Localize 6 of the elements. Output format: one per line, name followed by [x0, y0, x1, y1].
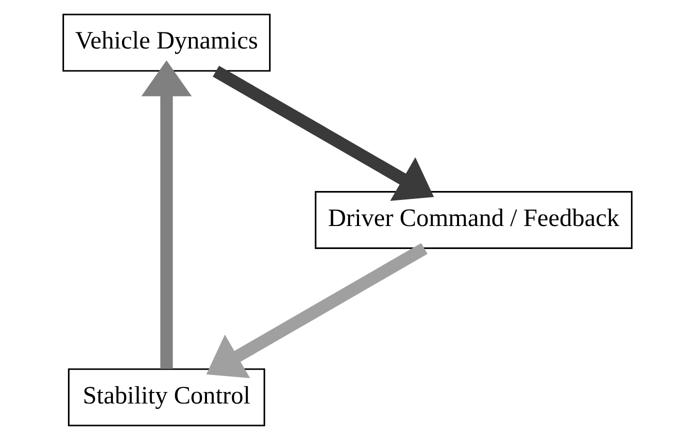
node-box: Driver Command / Feedback: [314, 191, 633, 249]
node-box: Stability Control: [68, 368, 266, 426]
arrow: [206, 243, 428, 378]
arrow: [141, 60, 192, 369]
arrow: [212, 66, 434, 201]
node-box: Vehicle Dynamics: [62, 14, 271, 72]
